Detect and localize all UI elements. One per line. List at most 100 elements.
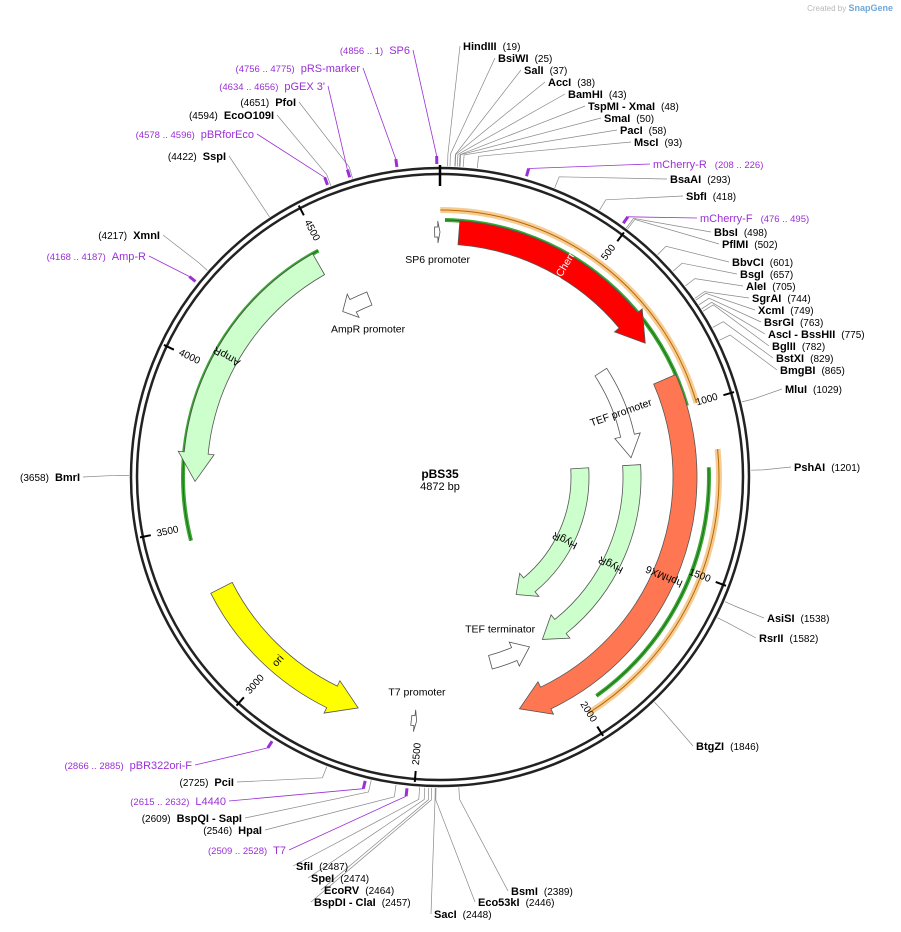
enzyme-position: (4217): [98, 231, 127, 242]
feature-label: TEF terminator: [465, 623, 536, 635]
primer-name: pBRforEco: [201, 129, 254, 141]
enzyme-position: (48): [661, 102, 679, 113]
enzyme-label: (4594)EcoO109I: [189, 110, 274, 122]
enzyme-leader: [459, 117, 602, 167]
primer-label: mCherry-R(208 .. 226): [653, 159, 763, 171]
enzyme-name: SpeI: [311, 873, 334, 885]
credit-prefix: Created by: [807, 4, 847, 13]
enzyme-label: EcoRV(2464): [324, 885, 394, 897]
feature-arrow: [434, 220, 441, 244]
tick-mark: [413, 770, 417, 783]
tick-label: 4000: [177, 347, 202, 367]
enzyme-leader: [712, 321, 774, 359]
tick-label: 4500: [302, 218, 322, 243]
primer-name: pGEX 3': [284, 81, 325, 93]
primer-leader: [148, 255, 190, 277]
enzyme-leader: [719, 334, 778, 371]
enzyme-leader: [657, 245, 730, 263]
enzyme-label: BsrGI(763): [764, 317, 823, 329]
enzyme-label: BsmI(2389): [511, 886, 573, 898]
feature-label: T7 promoter: [388, 687, 446, 699]
feature-arrow: [515, 467, 590, 597]
enzyme-label: AsiSI(1538): [767, 613, 829, 625]
primer-name: pBR322ori-F: [130, 760, 193, 772]
enzyme-leader: [82, 474, 130, 478]
enzyme-position: (25): [535, 54, 553, 65]
enzyme-name: HpaI: [238, 825, 262, 837]
enzyme-leader: [307, 787, 426, 879]
enzyme-label: XcmI(749): [758, 305, 814, 317]
enzyme-name: BsrGI: [764, 317, 794, 329]
enzyme-name: XcmI: [758, 305, 784, 317]
tick-mark: [715, 581, 727, 587]
enzyme-name: BsmI: [511, 886, 538, 898]
enzyme-label: BmgBI(865): [780, 365, 845, 377]
enzyme-label: TspMI - XmaI(48): [588, 101, 679, 113]
enzyme-name: SmaI: [604, 113, 630, 125]
backbone-ring: [129, 165, 751, 788]
enzyme-leader: [627, 218, 720, 245]
enzyme-leader: [750, 466, 792, 471]
primer-mark: [394, 158, 399, 168]
orf-arc-core: [596, 467, 710, 697]
primer-mark: [361, 780, 367, 790]
primer-label: mCherry-F (476 .. 495): [700, 213, 809, 225]
primer-label: (2509 .. 2528)T7: [208, 845, 286, 857]
enzyme-position: (498): [744, 228, 767, 239]
enzyme-position: (2457): [382, 898, 411, 909]
feature-arrow: [594, 367, 641, 459]
enzyme-label: Eco53kI(2446): [478, 897, 555, 909]
enzyme-name: BamHI: [568, 89, 603, 101]
enzyme-name: SbfI: [686, 191, 707, 203]
enzyme-name: BsgI: [740, 269, 764, 281]
primer-name: pRS-marker: [301, 63, 361, 75]
enzyme-label: MluI(1029): [785, 384, 842, 396]
enzyme-position: (2487): [319, 862, 348, 873]
enzyme-name: BglII: [772, 341, 796, 353]
primer-leader: [412, 49, 438, 157]
enzyme-name: XmnI: [133, 230, 160, 242]
enzyme-leader: [694, 291, 750, 299]
primer-label: (2866 .. 2885) pBR322ori-F: [64, 760, 192, 772]
tick-label: 500: [599, 242, 618, 262]
tick-mark: [596, 726, 604, 737]
plasmid-length: 4872 bp: [420, 481, 460, 493]
primer-range: (2866 .. 2885): [64, 761, 123, 772]
primer-mark: [525, 168, 531, 177]
enzyme-position: (293): [707, 175, 730, 186]
primer-mark: [188, 275, 197, 283]
enzyme-leader: [458, 105, 586, 167]
enzyme-sites: HindIII(19)BsiWI(25)SalI(37)AccI(38)BamH…: [20, 41, 865, 921]
enzyme-name: BsaAI: [670, 174, 701, 186]
primer-range: (4578 .. 4596): [136, 130, 195, 141]
enzyme-label: BbvCI(601): [732, 257, 793, 269]
enzyme-name: BspQI - SapI: [177, 813, 242, 825]
enzyme-name: PflMI: [722, 239, 748, 251]
plasmid-name: pBS35: [421, 467, 459, 481]
enzyme-position: (502): [754, 240, 777, 251]
primer-leader: [327, 85, 348, 170]
enzyme-position: (829): [810, 354, 833, 365]
feature-arrow: [342, 291, 373, 319]
enzyme-name: BtgZI: [696, 741, 724, 753]
tick-mark: [297, 205, 305, 216]
enzyme-leader: [435, 787, 476, 903]
primer-leader: [256, 133, 325, 178]
enzyme-position: (2448): [463, 910, 492, 921]
primer-leader: [528, 163, 651, 169]
enzyme-leader: [702, 304, 770, 347]
primer-label: (4856 .. 1)SP6: [340, 45, 410, 57]
primer-range: (476 .. 495): [761, 214, 810, 225]
enzyme-leader: [701, 301, 766, 335]
enzyme-name: EcoRV: [324, 885, 360, 897]
enzyme-position: (1846): [730, 742, 759, 753]
enzyme-position: (1201): [831, 463, 860, 474]
enzyme-position: (2609): [142, 814, 171, 825]
enzyme-name: MluI: [785, 384, 807, 396]
tick-mark: [235, 696, 245, 707]
enzyme-label: PshAI(1201): [794, 462, 860, 474]
primer-name: mCherry-F: [700, 213, 753, 225]
enzyme-leader: [264, 784, 397, 831]
primer-label: (4168 .. 4187)Amp-R: [47, 251, 146, 263]
enzyme-name: AleI: [746, 281, 766, 293]
